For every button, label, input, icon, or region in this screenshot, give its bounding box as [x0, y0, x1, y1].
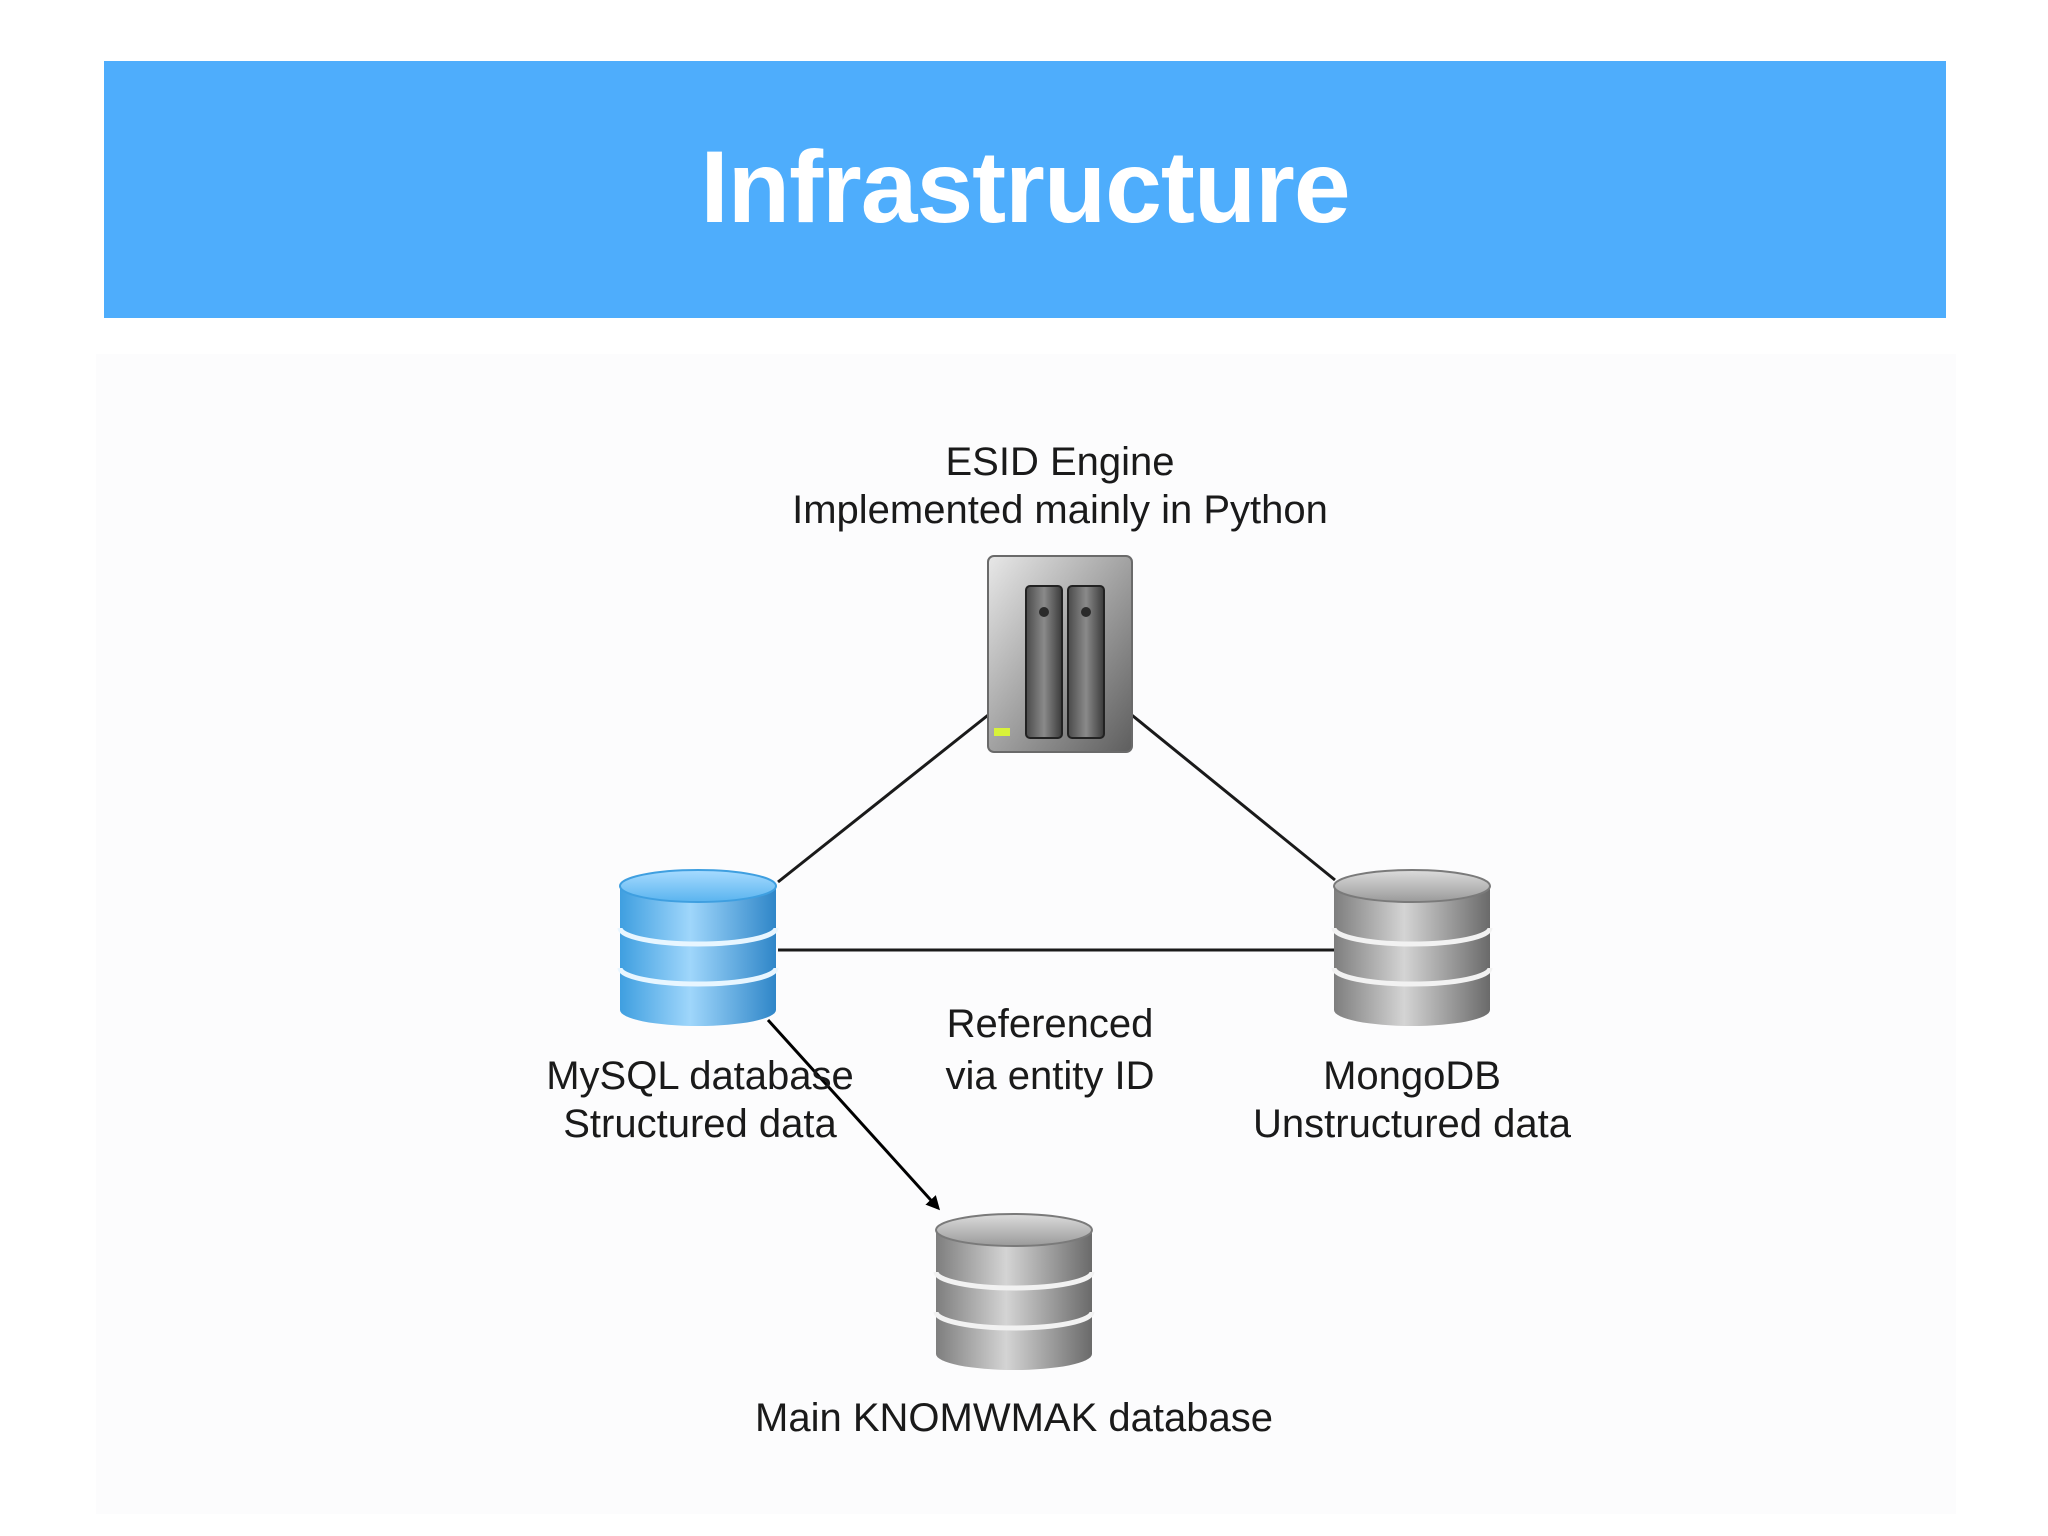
reference-label-line2: via entity ID — [945, 1054, 1155, 1098]
mongodb-label-line1: MongoDB — [1323, 1054, 1501, 1098]
mysql-database-icon — [617, 869, 779, 1026]
engine-label-line2: Implemented mainly in Python — [792, 488, 1328, 532]
engine-label-line1: ESID Engine — [945, 440, 1175, 484]
engine-label: ESID Engine Implemented mainly in Python — [700, 438, 1420, 534]
mongodb-database-icon — [1331, 869, 1493, 1026]
reference-edge-label: Referenced via entity ID — [870, 1000, 1230, 1100]
server-icon — [987, 555, 1133, 753]
mysql-label-line1: MySQL database — [546, 1054, 854, 1098]
main-db-label: Main KNOMWMAK database — [644, 1394, 1384, 1442]
mysql-label-line2: Structured data — [563, 1102, 837, 1146]
mysql-label: MySQL database Structured data — [470, 1052, 930, 1148]
main-db-label-line1: Main KNOMWMAK database — [755, 1396, 1273, 1440]
slide-title: Infrastructure — [700, 130, 1350, 244]
edge-engine-mongodb — [1127, 710, 1336, 882]
edge-mysql-main — [766, 1018, 941, 1211]
reference-label-line1: Referenced — [946, 1002, 1154, 1046]
title-bar: Infrastructure — [104, 61, 1946, 318]
main-database-icon — [933, 1213, 1095, 1370]
edge-engine-mysql — [777, 710, 993, 884]
mongodb-label-line2: Unstructured data — [1253, 1102, 1571, 1146]
mongodb-label: MongoDB Unstructured data — [1182, 1052, 1642, 1148]
